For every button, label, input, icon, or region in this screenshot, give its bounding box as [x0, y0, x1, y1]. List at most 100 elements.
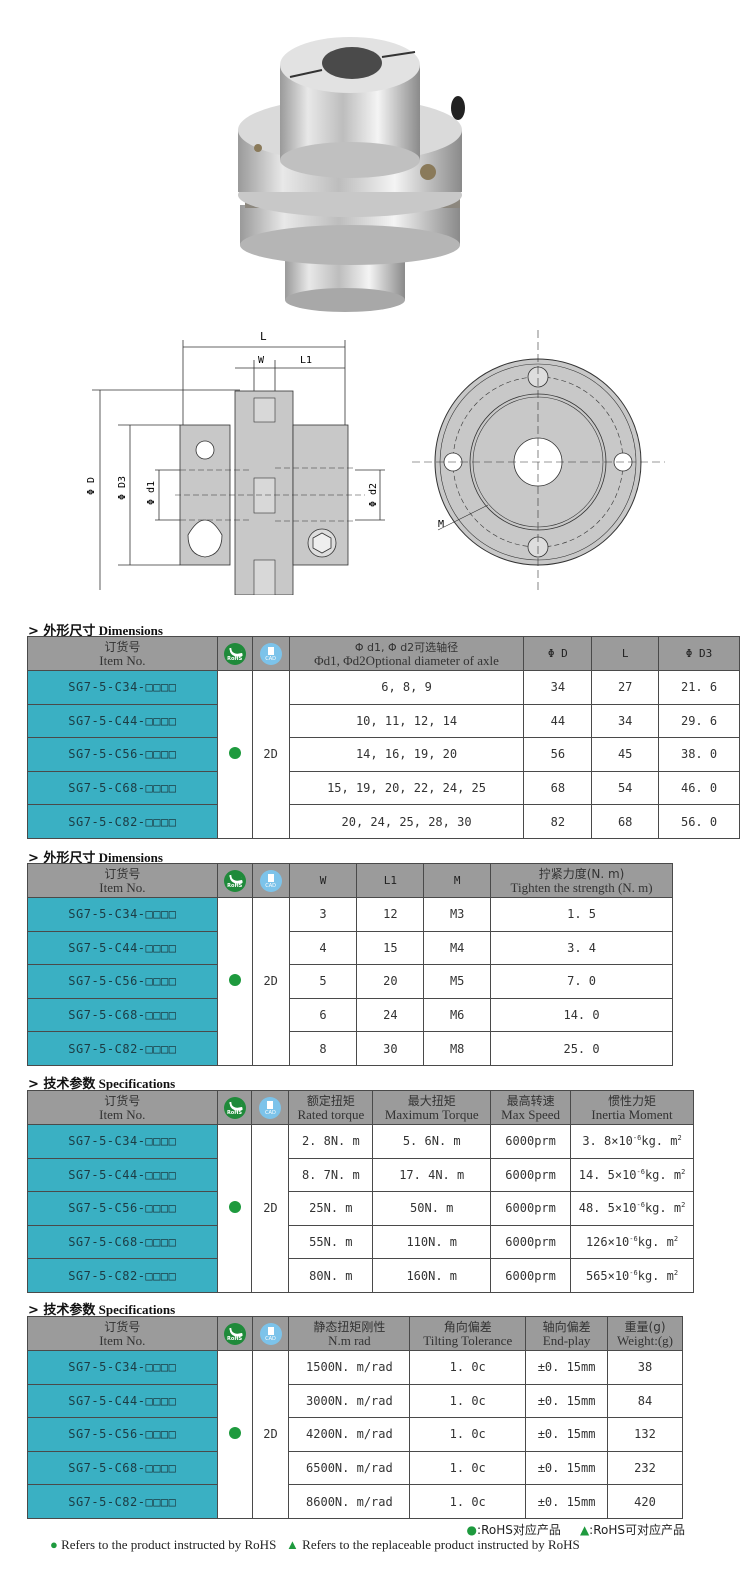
rohs-icon: RoHS	[223, 642, 246, 665]
legend-cn: ●:RoHS对应产品 ▲:RoHS可对应产品	[466, 1523, 685, 1537]
header-rohs: RoHS	[216, 1090, 253, 1125]
header-rohs: RoHS	[216, 636, 253, 671]
cad-icon: CAD	[259, 869, 282, 892]
table-row: SG7-5-C82-□□□□ 8 30 M8 25. 0	[27, 1031, 673, 1066]
inertia-cell: 14. 5×10-6kg. m2	[570, 1157, 694, 1193]
header-torque: 拧紧力度(N. m)Tighten the strength (N. m)	[490, 863, 673, 898]
item-no: SG7-5-C34-□□□□	[27, 670, 218, 705]
header-cad: CAD	[251, 1316, 290, 1351]
table-row: SG7-5-C56-□□□□ 5 20 M5 7. 0	[27, 964, 673, 999]
cad-cell: 2D	[251, 897, 290, 1066]
table2-title: > 外形尺寸 Dimensions	[28, 850, 163, 866]
rohs-dot-icon	[228, 1200, 241, 1213]
item-no: SG7-5-C68-□□□□	[27, 1450, 218, 1486]
item-no: SG7-5-C34-□□□□	[27, 897, 218, 932]
cad-cell: 2D	[251, 1350, 290, 1519]
header-rohs: RoHS	[216, 863, 253, 898]
inertia-cell: 3. 8×10-6kg. m2	[570, 1124, 694, 1159]
header-L1: L1	[356, 863, 425, 898]
rohs-icon: RoHS	[223, 1096, 246, 1119]
cad-icon: CAD	[259, 642, 282, 665]
inertia-cell: 48. 5×10-6kg. m2	[570, 1191, 694, 1226]
item-no: SG7-5-C44-□□□□	[27, 1383, 218, 1419]
dim-d2: Φ d2	[368, 483, 379, 507]
table3-title: > 技术参数 Specifications	[28, 1076, 176, 1092]
table-row: SG7-5-C34-□□□□ 2D 2. 8N. m 5. 6N. m 6000…	[27, 1124, 694, 1293]
table-row: SG7-5-C34-□□□□ 2D 6, 8, 9 34 27 21. 6	[27, 670, 740, 839]
header-cad: CAD	[251, 636, 290, 671]
item-no: SG7-5-C68-□□□□	[27, 997, 218, 1033]
cad-icon: CAD	[259, 1322, 282, 1345]
rohs-dot-icon	[228, 746, 241, 759]
inertia-cell: 565×10-6kg. m2	[570, 1258, 694, 1293]
table-row: SG7-5-C44-□□□□ 3000N. m/rad 1. 0c ±0. 15…	[27, 1383, 683, 1419]
rohs-cell	[216, 1124, 253, 1293]
header-rohs: RoHS	[216, 1316, 253, 1351]
item-no: SG7-5-C56-□□□□	[27, 964, 218, 999]
header-cad: CAD	[251, 863, 290, 898]
dim-M: M	[438, 519, 444, 530]
table-row: SG7-5-C82-□□□□ 80N. m 160N. m 6000prm 56…	[27, 1258, 694, 1293]
legend-en: ● Refers to the product instructed by Ro…	[50, 1537, 580, 1552]
rohs-dot-icon: ●	[466, 1523, 478, 1537]
dim-W: W	[258, 355, 265, 366]
dim-D: Φ D	[86, 477, 97, 495]
rohs-dot-icon	[228, 973, 241, 986]
item-no: SG7-5-C34-□□□□	[27, 1124, 218, 1159]
table1-title: > 外形尺寸 Dimensions	[28, 623, 163, 639]
dim-L1: L1	[300, 355, 312, 366]
header-M: M	[423, 863, 492, 898]
inertia-cell: 126×10-6kg. m2	[570, 1224, 694, 1260]
table4-title: > 技术参数 Specifications	[28, 1302, 176, 1318]
dim-L: L	[260, 330, 267, 343]
cad-icon: CAD	[259, 1096, 282, 1119]
table-row: SG7-5-C68-□□□□ 6 24 M6 14. 0	[27, 997, 673, 1033]
rohs-cell	[216, 897, 253, 1066]
rohs-triangle-icon: ▲	[286, 1537, 299, 1552]
dim-d1: Φ d1	[146, 481, 157, 505]
table-row: SG7-5-C68-□□□□ 15, 19, 20, 22, 24, 25 68…	[27, 770, 740, 806]
table-row: SG7-5-C56-□□□□ 14, 16, 19, 20 56 45 38. …	[27, 737, 740, 772]
item-no: SG7-5-C44-□□□□	[27, 703, 218, 739]
rohs-icon: RoHS	[223, 1322, 246, 1345]
rohs-cell	[216, 670, 253, 839]
item-no: SG7-5-C34-□□□□	[27, 1350, 218, 1385]
header-weight: 重量(g)Weight:(g)	[607, 1316, 683, 1351]
item-no: SG7-5-C68-□□□□	[27, 770, 218, 806]
dim-D3: Φ D3	[117, 476, 128, 500]
table-row: SG7-5-C82-□□□□ 8600N. m/rad 1. 0c ±0. 15…	[27, 1484, 683, 1519]
header-D3: Φ D3	[658, 636, 740, 671]
item-no: SG7-5-C68-□□□□	[27, 1224, 218, 1260]
table-row: SG7-5-C44-□□□□ 4 15 M4 3. 4	[27, 930, 673, 966]
front-view-drawing: M	[412, 330, 665, 590]
rohs-cell	[216, 1350, 253, 1519]
table-row: SG7-5-C68-□□□□ 6500N. m/rad 1. 0c ±0. 15…	[27, 1450, 683, 1486]
cad-cell: 2D	[251, 670, 290, 839]
item-no: SG7-5-C56-□□□□	[27, 737, 218, 772]
rohs-icon: RoHS	[223, 869, 246, 892]
header-D: Φ D	[523, 636, 593, 671]
table-row: SG7-5-C34-□□□□ 2D 1500N. m/rad 1. 0c ±0.…	[27, 1350, 683, 1519]
table-row: SG7-5-C44-□□□□ 8. 7N. m 17. 4N. m 6000pr…	[27, 1157, 694, 1193]
rohs-dot-icon: ●	[50, 1537, 58, 1552]
header-W: W	[288, 863, 358, 898]
item-no: SG7-5-C82-□□□□	[27, 1258, 218, 1293]
rohs-dot-icon	[228, 1426, 241, 1439]
table-row: SG7-5-C34-□□□□ 2D 3 12 M3 1. 5	[27, 897, 673, 1066]
table-row: SG7-5-C68-□□□□ 55N. m 110N. m 6000prm 12…	[27, 1224, 694, 1260]
item-no: SG7-5-C82-□□□□	[27, 804, 218, 839]
cad-cell: 2D	[251, 1124, 290, 1293]
